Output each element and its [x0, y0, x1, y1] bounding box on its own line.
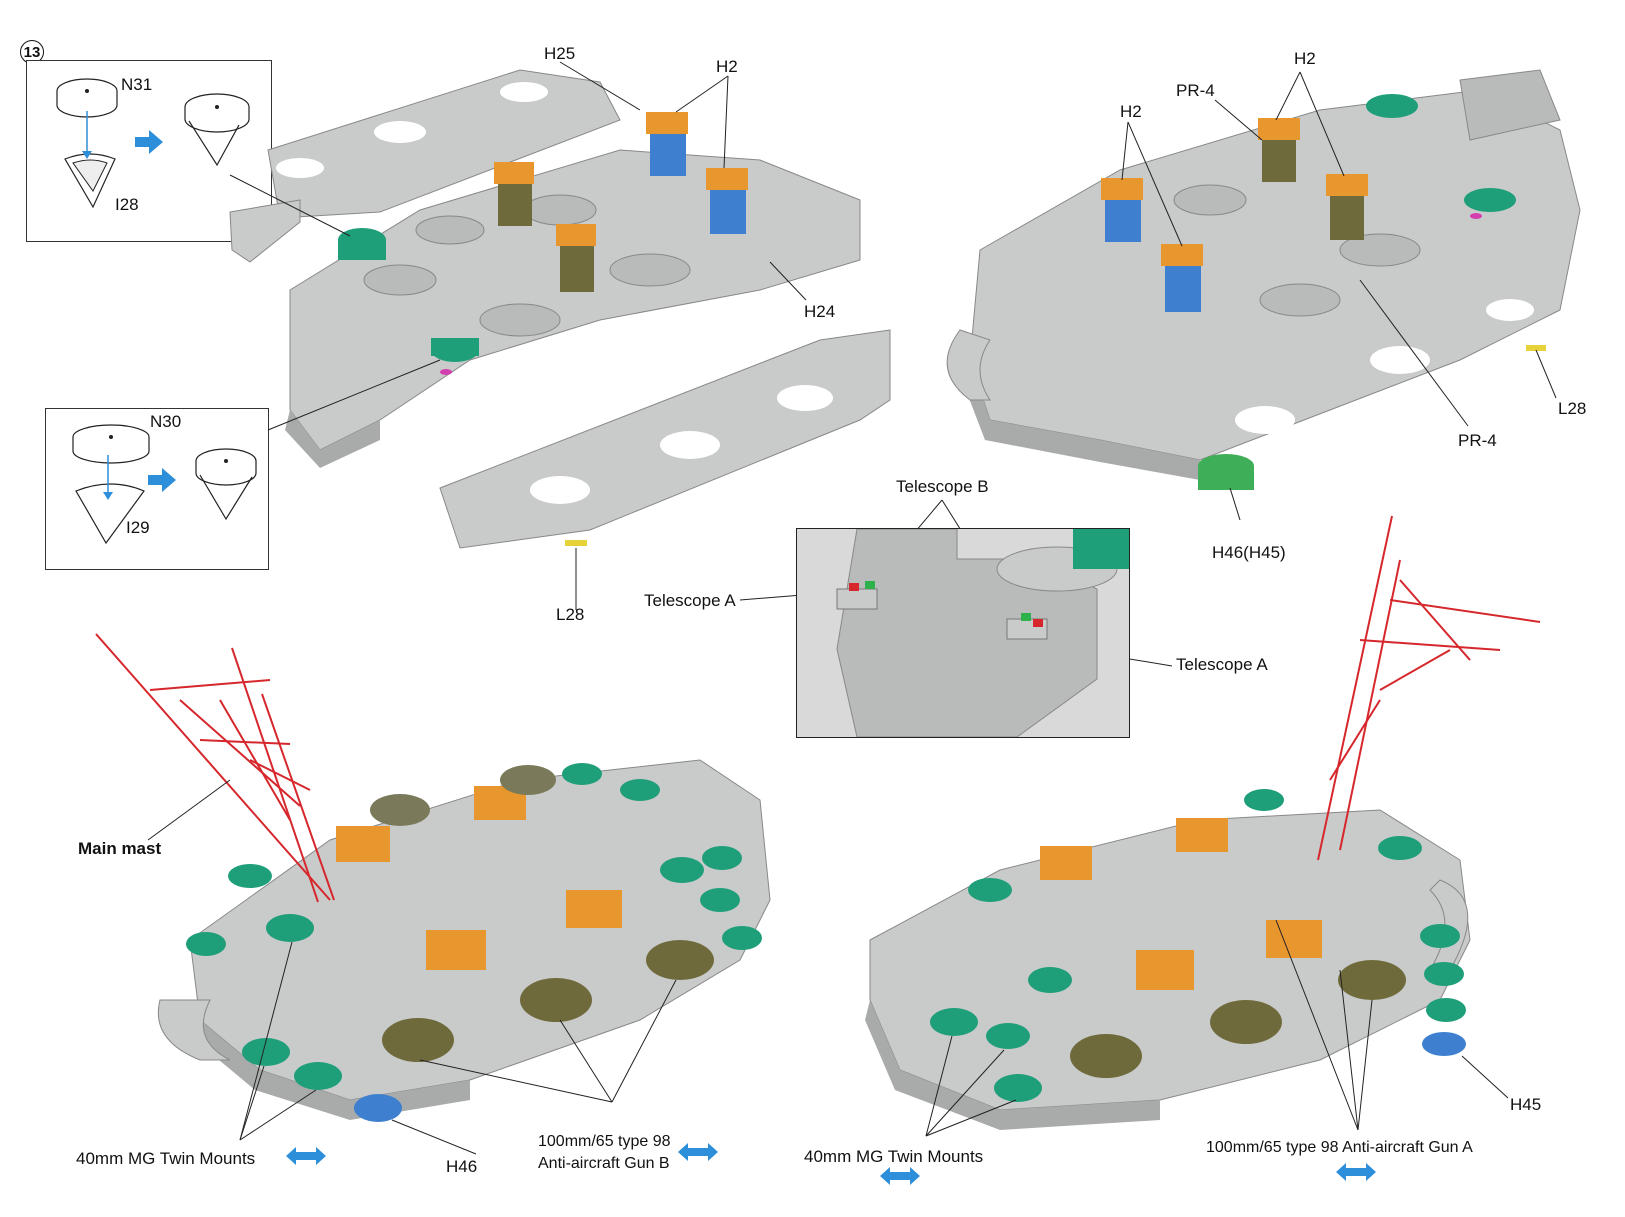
upper-deck-panel: [229, 69, 621, 263]
part-label-i29: I29: [126, 518, 150, 537]
assembly-bottom-right: [865, 789, 1471, 1130]
label-h24: H24: [804, 302, 836, 321]
double-arrow-gun-b: [678, 1143, 718, 1161]
label-main-mast: Main mast: [78, 839, 162, 858]
detail-box-n30-i29: N30 I29: [45, 408, 269, 570]
label-h45: H45: [1510, 1095, 1542, 1114]
leader-lines-top-right: [1121, 71, 1557, 521]
double-arrow-mg-right: [880, 1167, 920, 1185]
detail-box-2-drawing: [72, 424, 257, 545]
label-l28-top-left: L28: [556, 605, 585, 624]
double-arrow-mg-left: [286, 1147, 326, 1165]
green-parts-top-left: [338, 228, 479, 375]
main-mast-bottom-left: [95, 633, 335, 903]
detail-box-1-drawing: [56, 78, 250, 209]
leader-lines-top-left: [229, 61, 807, 610]
label-gun-b-line2: Anti-aircraft Gun B: [538, 1155, 670, 1172]
label-mg-mounts-right: 40mm MG Twin Mounts: [804, 1147, 984, 1166]
detail-box-n31-i28: N31 I28: [26, 60, 272, 242]
label-pr4-bottom: PR-4: [1458, 431, 1497, 450]
label-h2-left-top-right: H2: [1120, 102, 1142, 121]
assembly-top-right: [946, 69, 1581, 490]
lower-deck-panel: [439, 329, 891, 549]
label-h2-top-left: H2: [716, 57, 738, 76]
part-label-n31: N31: [121, 75, 153, 94]
part-label-n30: N30: [150, 412, 182, 431]
leader-lines-bottom-left: [147, 779, 677, 1155]
assembly-bottom-left: [157, 759, 771, 1122]
leader-lines-bottom-right: [925, 919, 1509, 1137]
telescope-detail-inset: [796, 528, 1130, 738]
label-h46: H46: [446, 1157, 478, 1176]
main-mast-bottom-right: [1317, 515, 1541, 861]
label-mg-mounts-left: 40mm MG Twin Mounts: [76, 1149, 256, 1168]
inset-drawing: [797, 529, 1129, 737]
part-label-i28: I28: [115, 195, 139, 214]
label-telescope-a-left: Telescope A: [644, 591, 736, 610]
label-h25: H25: [544, 44, 576, 63]
label-gun-a: 100mm/65 type 98 Anti-aircraft Gun A: [1206, 1139, 1473, 1156]
shafts-top-left: [494, 112, 748, 292]
label-gun-b-line1: 100mm/65 type 98: [538, 1133, 671, 1150]
label-pr4-top: PR-4: [1176, 81, 1215, 100]
label-h46-h45: H46(H45): [1212, 543, 1286, 562]
label-telescope-a-right: Telescope A: [1176, 655, 1268, 674]
double-arrow-gun-a: [1336, 1163, 1376, 1181]
label-h2-right-top-right: H2: [1294, 49, 1316, 68]
label-l28-top-right: L28: [1558, 399, 1587, 418]
label-telescope-b: Telescope B: [896, 477, 989, 496]
